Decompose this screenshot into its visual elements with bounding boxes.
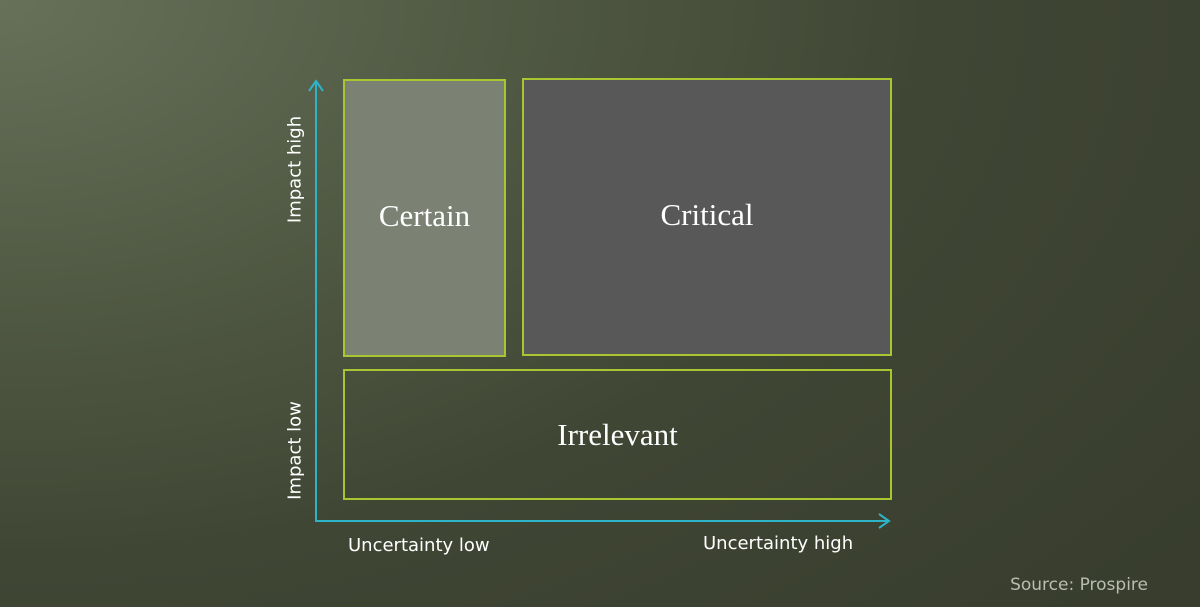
x-axis-label-high: Uncertainty high [703,533,854,554]
certain-box: Certain [343,79,506,357]
irrelevant-label: Irrelevant [557,416,678,452]
irrelevant-box: Irrelevant [343,369,892,500]
critical-label: Critical [660,197,754,232]
x-axis-arrow-icon [878,513,891,529]
y-axis-label-high: Impact high [284,115,306,224]
y-axis-label-low: Impact low [284,401,306,500]
x-axis-label-low: Uncertainty low [348,535,490,556]
source-credit: Source: Prospire [1010,575,1148,595]
critical-box: Critical [522,78,892,356]
certain-label: Certain [378,198,471,233]
y-axis-arrow-icon [308,79,324,92]
